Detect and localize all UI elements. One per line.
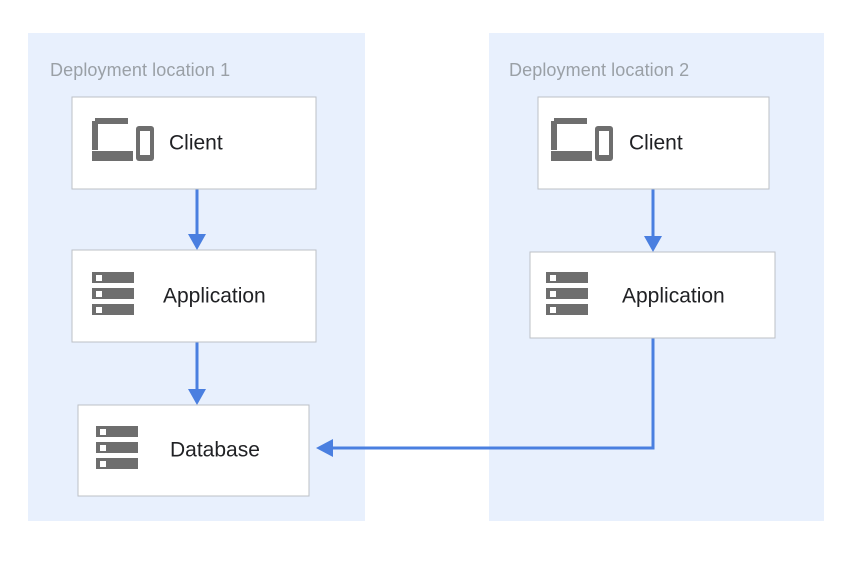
node-label: Application bbox=[622, 285, 725, 308]
node-label: Database bbox=[170, 439, 260, 462]
connector-line bbox=[332, 338, 655, 450]
node-label: Client bbox=[169, 132, 223, 155]
server-stack-icon bbox=[546, 272, 588, 315]
connector-application-2-to-database-1 bbox=[316, 338, 655, 457]
node-label: Application bbox=[163, 285, 266, 308]
node-client-1[interactable]: Client bbox=[71, 96, 317, 190]
server-stack-icon bbox=[96, 426, 138, 469]
connectors bbox=[188, 189, 662, 457]
node-box[interactable] bbox=[71, 96, 317, 190]
server-stack-icon bbox=[92, 272, 134, 315]
arrowhead-icon bbox=[188, 234, 206, 250]
node-application-1[interactable]: Application bbox=[71, 249, 317, 343]
node-box[interactable] bbox=[537, 96, 770, 190]
connector-client-1-to-application-1 bbox=[188, 189, 206, 250]
arrowhead-icon bbox=[316, 439, 333, 457]
client-devices-icon bbox=[92, 118, 154, 161]
arrowhead-icon bbox=[188, 389, 206, 405]
node-application-2[interactable]: Application bbox=[529, 251, 776, 339]
arrowhead-icon bbox=[644, 236, 662, 252]
connector-application-1-to-database-1 bbox=[188, 342, 206, 405]
node-client-2[interactable]: Client bbox=[537, 96, 770, 190]
connector-client-2-to-application-2 bbox=[644, 189, 662, 252]
node-label: Client bbox=[629, 132, 683, 155]
client-devices-icon bbox=[551, 118, 613, 161]
zone-1-title: Deployment location 1 bbox=[50, 60, 230, 80]
zone-2-title: Deployment location 2 bbox=[509, 60, 689, 80]
node-database-1[interactable]: Database bbox=[77, 404, 310, 497]
